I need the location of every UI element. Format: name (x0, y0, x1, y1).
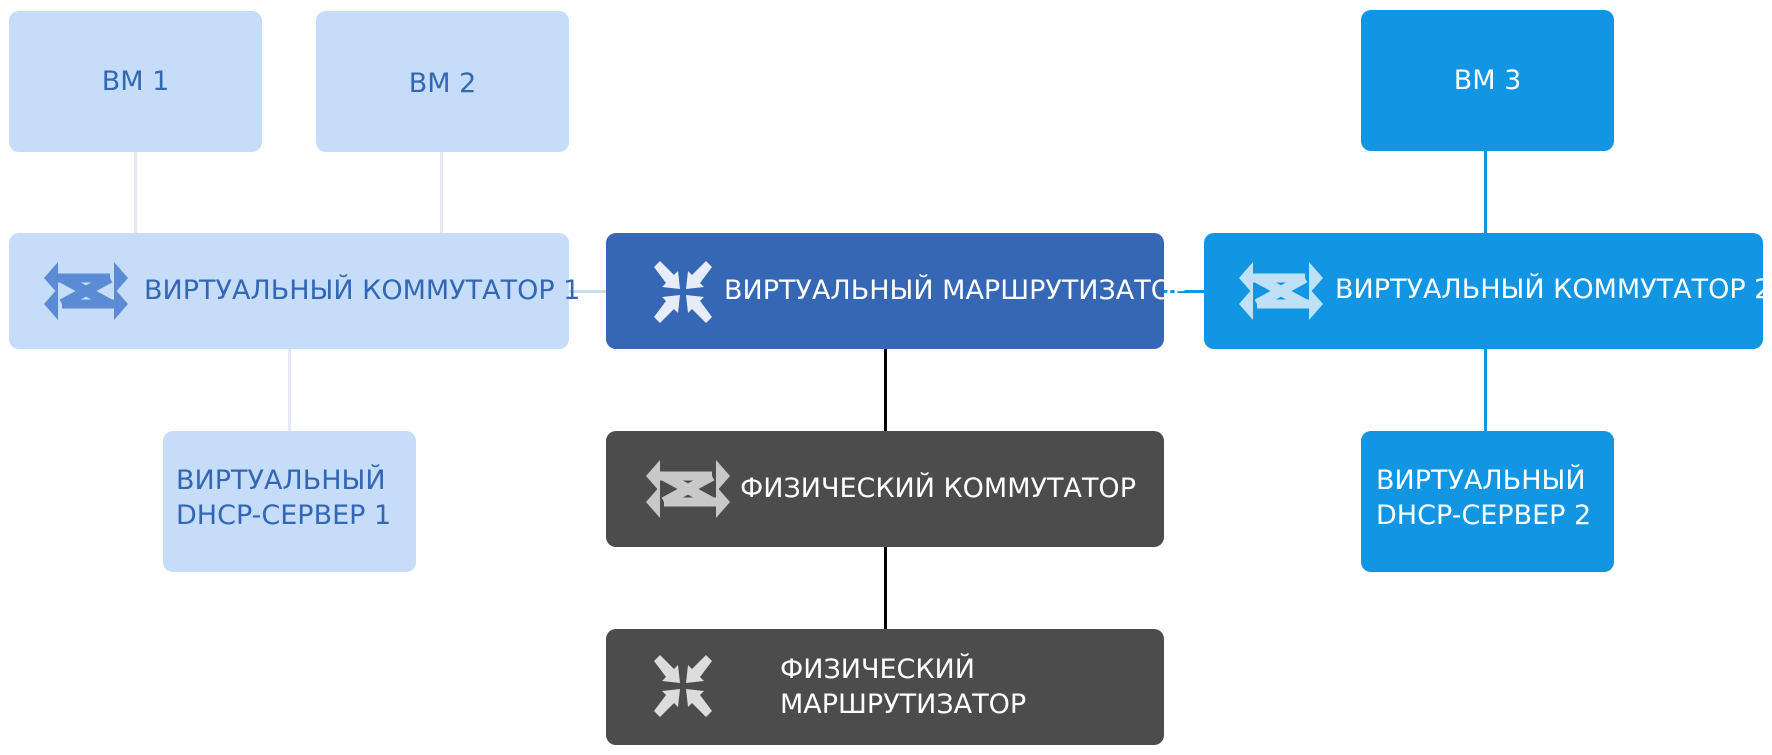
vm1-label: ВМ 1 (101, 65, 170, 97)
virtual-switch-1-node[interactable]: ВИРТУАЛЬНЫЙ КОММУТАТОР 1 (9, 233, 580, 349)
dhcp-server-1-node[interactable]: ВИРТУАЛЬНЫЙ DHCP-СЕРВЕР 1 (163, 431, 416, 572)
switch-icon (1239, 258, 1323, 324)
physical-router-line2: МАРШРУТИЗАТОР (780, 689, 1027, 720)
vm1-node[interactable]: ВМ 1 (9, 11, 262, 152)
physical-router-line1: ФИЗИЧЕСКИЙ (780, 654, 975, 685)
connector-router-physswitch (884, 349, 887, 431)
dhcp-server-2-node[interactable]: ВИРТУАЛЬНЫЙ DHCP-СЕРВЕР 2 (1361, 431, 1614, 572)
connector-router-switch2 (1164, 290, 1204, 293)
dhcp-server-2-line2: DHCP-СЕРВЕР 2 (1376, 500, 1592, 531)
vm2-label: ВМ 2 (408, 67, 477, 99)
connector-switch1-dhcp1 (288, 349, 291, 431)
physical-router-node[interactable]: ФИЗИЧЕСКИЙ МАРШРУТИЗАТОР (606, 629, 1164, 745)
virtual-switch-1-label: ВИРТУАЛЬНЫЙ КОММУТАТОР 1 (144, 275, 581, 306)
vm3-node[interactable]: ВМ 3 (1361, 10, 1614, 151)
physical-switch-node[interactable]: ФИЗИЧЕСКИЙ КОММУТАТОР (606, 431, 1164, 547)
switch-icon (44, 258, 128, 324)
connector-vm1-switch1 (134, 152, 137, 233)
dhcp-server-2-line1: ВИРТУАЛЬНЫЙ (1376, 465, 1586, 496)
virtual-switch-2-label: ВИРТУАЛЬНЫЙ КОММУТАТОР 2 (1335, 274, 1772, 305)
vm3-label: ВМ 3 (1453, 64, 1522, 96)
router-icon (650, 653, 716, 719)
virtual-switch-2-node[interactable]: ВИРТУАЛЬНЫЙ КОММУТАТОР 2 (1204, 233, 1771, 349)
connector-physswitch-physrouter (884, 547, 887, 629)
router-icon (650, 259, 716, 325)
dhcp-server-1-line2: DHCP-СЕРВЕР 1 (176, 500, 392, 531)
connector-vm3-switch2 (1484, 151, 1487, 233)
connector-switch1-router (568, 290, 606, 293)
physical-switch-label: ФИЗИЧЕСКИЙ КОММУТАТОР (740, 473, 1136, 504)
connector-switch2-dhcp2 (1484, 349, 1487, 431)
switch-icon (646, 456, 730, 522)
dhcp-server-1-line1: ВИРТУАЛЬНЫЙ (176, 465, 386, 496)
connector-vm2-switch1 (440, 152, 443, 233)
vm2-node[interactable]: ВМ 2 (316, 11, 569, 152)
virtual-router-node[interactable]: ВИРТУАЛЬНЫЙ МАРШРУТИЗАТОР (606, 233, 1188, 349)
virtual-router-label: ВИРТУАЛЬНЫЙ МАРШРУТИЗАТОР (724, 275, 1189, 306)
